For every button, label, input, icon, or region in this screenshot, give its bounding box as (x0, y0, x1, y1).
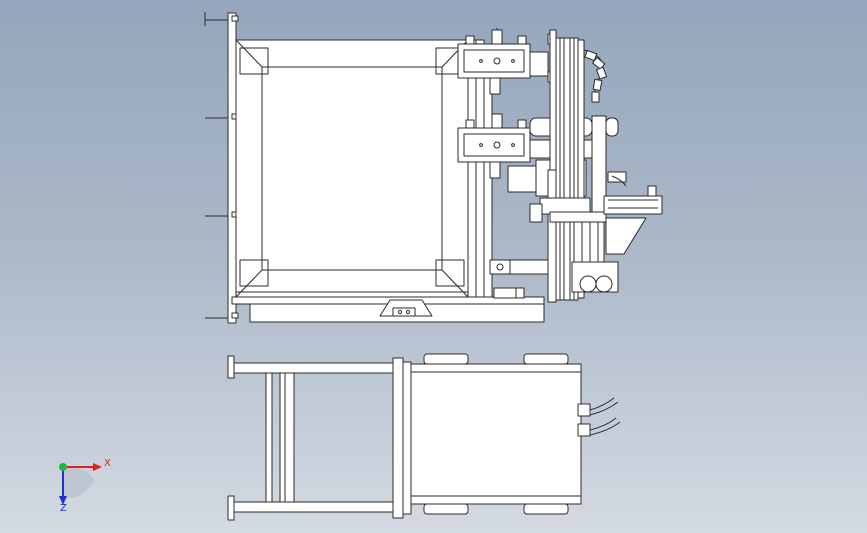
y-axis-marker (59, 463, 67, 471)
vertical-rails (467, 39, 493, 301)
carriage-assembly (529, 115, 663, 293)
front-view (227, 353, 621, 521)
main-housing (410, 353, 582, 515)
mounting-plate (204, 12, 239, 324)
outer-frame (235, 39, 469, 298)
connector-plates (392, 357, 412, 519)
z-axis-arrow (59, 467, 67, 505)
upper-actuator (457, 28, 555, 95)
triad-plane-shading (63, 466, 94, 499)
base-plate (231, 296, 545, 323)
x-axis-arrow (63, 463, 102, 471)
hose-fittings (577, 397, 621, 437)
lower-actuator (457, 113, 531, 179)
z-axis-label: Z (60, 503, 67, 514)
x-axis-label: X (104, 458, 111, 469)
cable-chain (583, 49, 608, 103)
top-view (204, 12, 663, 324)
orientation-triad[interactable] (59, 463, 102, 505)
ladder-frame (227, 355, 397, 521)
